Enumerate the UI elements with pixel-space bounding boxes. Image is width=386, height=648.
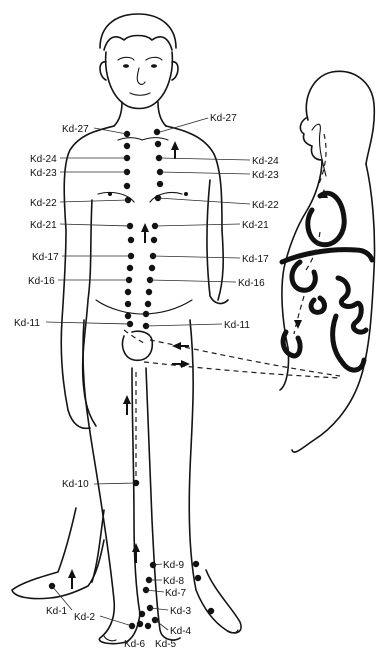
up-arrow-icon bbox=[123, 395, 131, 415]
meridian-connections bbox=[124, 330, 340, 486]
side-view-drawing bbox=[280, 71, 375, 452]
down-arrow-icon bbox=[294, 320, 302, 329]
kd5-point bbox=[145, 623, 151, 629]
kd22-left-label: Kd-22 bbox=[30, 198, 57, 209]
kd10-label: Kd-10 bbox=[62, 479, 89, 490]
kd24-left-label: Kd-24 bbox=[30, 154, 57, 165]
kd3-label: Kd-3 bbox=[170, 606, 192, 617]
kd24-right-label: Kd-24 bbox=[252, 156, 279, 167]
right-arrow-icon bbox=[172, 360, 190, 368]
left-arrow-icon bbox=[172, 342, 189, 350]
kd23-right-label: Kd-23 bbox=[252, 170, 279, 181]
up-arrow-icon bbox=[68, 569, 76, 589]
kd1-label: Kd-1 bbox=[46, 606, 68, 617]
up-arrow-icon bbox=[171, 141, 179, 159]
main-body-drawing bbox=[61, 14, 241, 644]
leader-lines bbox=[46, 118, 250, 630]
up-arrow-icon bbox=[132, 543, 140, 563]
kd5-label: Kd-5 bbox=[155, 639, 177, 648]
kd27-right-point bbox=[154, 129, 160, 135]
kd23-left-label: Kd-23 bbox=[30, 168, 57, 179]
up-arrow-icon bbox=[141, 223, 149, 243]
kd11-left-label: Kd-11 bbox=[14, 318, 40, 329]
kd21-right-label: Kd-21 bbox=[242, 220, 269, 231]
rear-leg-drawing bbox=[12, 508, 104, 599]
kd17-right-label: Kd-17 bbox=[242, 254, 269, 265]
kd9-label: Kd-9 bbox=[163, 560, 185, 571]
kd11-right-label: Kd-11 bbox=[224, 320, 250, 331]
kd17-left-label: Kd-17 bbox=[32, 252, 59, 263]
kd2-label: Kd-2 bbox=[74, 612, 96, 623]
kd16-left-label: Kd-16 bbox=[28, 276, 55, 287]
kd6-label: Kd-6 bbox=[124, 639, 146, 648]
kd4-label: Kd-4 bbox=[170, 626, 192, 637]
kd7-label: Kd-7 bbox=[165, 588, 187, 599]
kd6-point bbox=[137, 621, 143, 627]
kd16-right-label: Kd-16 bbox=[238, 278, 265, 289]
kd8-label: Kd-8 bbox=[163, 576, 185, 587]
kd21-left-label: Kd-21 bbox=[30, 220, 57, 231]
kd22-right-label: Kd-22 bbox=[252, 200, 279, 211]
kd27-right-label: Kd-27 bbox=[210, 113, 237, 124]
kd27-left-label: Kd-27 bbox=[62, 124, 89, 135]
